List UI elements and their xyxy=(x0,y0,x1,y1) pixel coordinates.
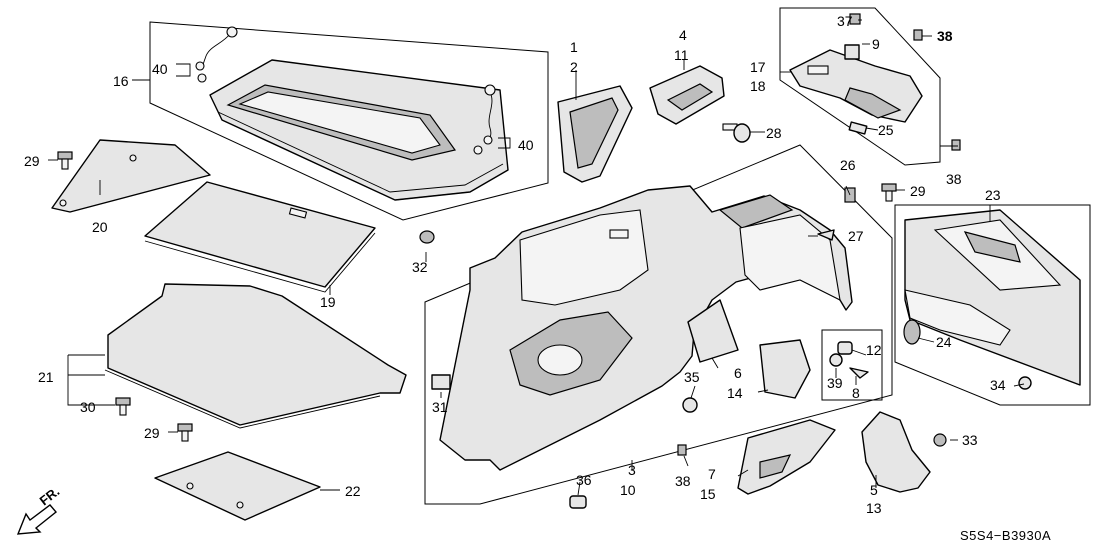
callout-33: 33 xyxy=(962,432,978,448)
group-outline-side-trim xyxy=(424,144,893,505)
screw-38-top xyxy=(913,29,923,41)
callout-29-lower: 29 xyxy=(144,425,160,441)
clip-31 xyxy=(431,374,451,390)
callout-20: 20 xyxy=(92,219,108,235)
callout-22: 22 xyxy=(345,483,361,499)
screw-38-bottom xyxy=(677,444,687,456)
callout-38-top: 38 xyxy=(937,28,953,44)
callout-14: 14 xyxy=(727,385,743,401)
callout-11: 11 xyxy=(674,47,689,63)
bolt-29-lower xyxy=(177,423,193,442)
callout-labels: 16 40 40 29 20 19 21 30 29 22 1 2 4 11 2… xyxy=(24,13,1006,516)
callout-27: 27 xyxy=(848,228,864,244)
rear-panel-part xyxy=(904,209,1081,386)
callout-38-bottom: 38 xyxy=(675,473,691,489)
callout-4: 4 xyxy=(679,27,687,43)
lower-trim-part xyxy=(861,411,931,493)
bolt-29-right xyxy=(881,183,897,202)
clip-8 xyxy=(849,367,869,379)
bolt-29-left xyxy=(57,151,73,170)
callout-1: 1 xyxy=(570,39,578,55)
callout-35: 35 xyxy=(684,369,700,385)
callout-15: 15 xyxy=(700,486,716,502)
callout-36: 36 xyxy=(576,472,592,488)
clip-33 xyxy=(933,433,947,447)
side-lining-part xyxy=(439,185,853,471)
callout-3: 3 xyxy=(628,462,636,478)
shelf-tether-cords xyxy=(195,26,496,155)
callout-5: 5 xyxy=(870,482,878,498)
spare-tire-cover-part xyxy=(154,451,321,521)
callout-40-left: 40 xyxy=(152,61,168,77)
screw-28 xyxy=(722,123,751,143)
group-outline-upper-right xyxy=(779,7,941,166)
callout-37: 37 xyxy=(837,13,853,29)
callout-25: 25 xyxy=(878,122,894,138)
callout-29-left: 29 xyxy=(24,153,40,169)
callout-8: 8 xyxy=(852,385,860,401)
grommet-24 xyxy=(903,319,921,345)
diagram-code: S5S4−B3930A xyxy=(960,528,1051,543)
clip-32 xyxy=(419,230,435,244)
trunk-side-panel-part xyxy=(51,139,211,213)
callout-31: 31 xyxy=(432,399,448,415)
callout-40-right: 40 xyxy=(518,137,534,153)
screw-37 xyxy=(849,13,861,25)
callout-39: 39 xyxy=(827,375,843,391)
front-label: FR. xyxy=(37,484,63,509)
clip-12 xyxy=(837,341,853,355)
callout-13: 13 xyxy=(866,500,882,516)
grab-handle-part xyxy=(649,65,725,125)
bolt-30 xyxy=(115,397,131,416)
rear-shelf-part xyxy=(209,59,509,201)
clip-35 xyxy=(682,397,698,413)
clip-36 xyxy=(569,495,587,509)
leader-lines xyxy=(48,19,1025,496)
group-outline-rear-panel xyxy=(894,204,1091,406)
callout-10: 10 xyxy=(620,482,636,498)
trunk-floor-lid-part xyxy=(144,181,376,293)
clip-34 xyxy=(1018,376,1032,390)
callout-12: 12 xyxy=(866,342,882,358)
callout-9: 9 xyxy=(872,36,880,52)
trunk-floor-mat-part xyxy=(104,283,407,429)
callout-23: 23 xyxy=(985,187,1001,203)
callout-7: 7 xyxy=(708,466,716,482)
clip-27 xyxy=(817,229,835,241)
callout-21: 21 xyxy=(38,369,54,385)
callout-2: 2 xyxy=(570,59,578,75)
screw-38-right xyxy=(951,139,961,151)
trim-bracket-6 xyxy=(687,299,739,363)
callout-24: 24 xyxy=(936,334,952,350)
callout-30: 30 xyxy=(80,399,96,415)
clip-25 xyxy=(848,121,868,135)
callout-34: 34 xyxy=(990,377,1006,393)
callout-29-right: 29 xyxy=(910,183,926,199)
callout-26: 26 xyxy=(840,157,856,173)
group-outline-rear-shelf xyxy=(149,21,549,221)
callout-6: 6 xyxy=(734,365,742,381)
front-direction-arrow-icon: FR. xyxy=(16,484,63,535)
callout-17: 17 xyxy=(750,59,766,75)
quarter-pocket-part xyxy=(737,419,836,495)
callout-18: 18 xyxy=(750,78,766,94)
callout-28: 28 xyxy=(766,125,782,141)
callout-16: 16 xyxy=(113,73,129,89)
callout-38-right: 38 xyxy=(946,171,962,187)
pillar-cover-part xyxy=(557,85,633,183)
washer-39 xyxy=(829,353,843,367)
quarter-upper-trim-part xyxy=(789,49,923,123)
callout-32: 32 xyxy=(412,259,428,275)
callout-19: 19 xyxy=(320,294,336,310)
clip-9 xyxy=(844,44,860,60)
group-outline-clips xyxy=(821,329,883,401)
cover-14 xyxy=(759,339,811,399)
